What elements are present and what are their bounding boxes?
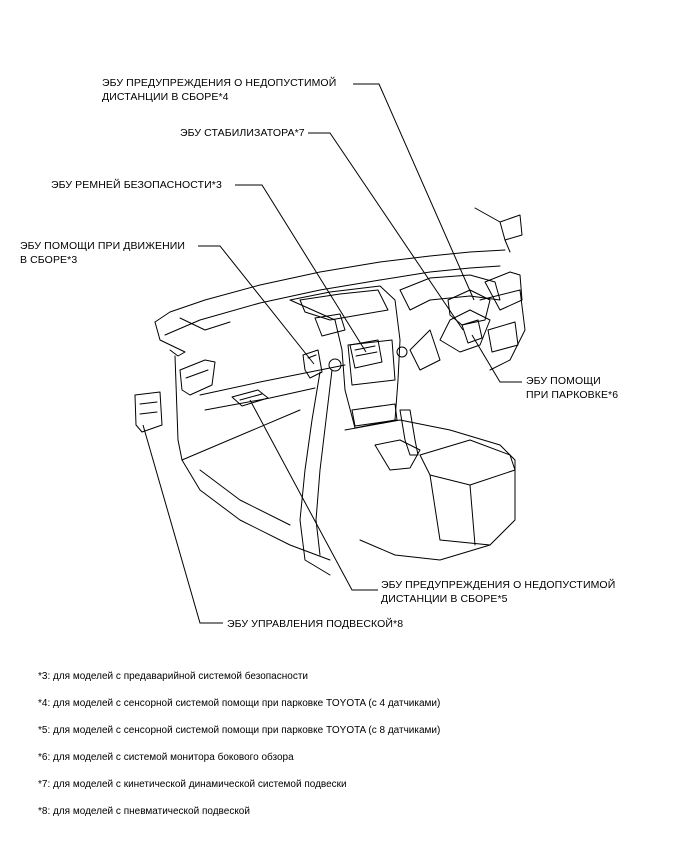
hazard-knob — [328, 358, 342, 372]
console-lid — [419, 439, 516, 486]
dashboard-top-inner — [164, 265, 501, 336]
glovebox-upper — [199, 364, 346, 396]
dashboard-left-corner — [154, 321, 186, 357]
steering-column — [439, 309, 491, 353]
console-left-wall — [299, 371, 331, 576]
console-armrest — [469, 484, 476, 546]
left-vent — [179, 359, 216, 396]
shift-lever — [399, 409, 419, 456]
right-lower-panel — [487, 321, 519, 353]
label-stabilizer-ecu-7: ЭБУ СТАБИЛИЗАТОРА*7 — [180, 127, 305, 139]
windshield-pillar — [179, 317, 231, 331]
footnote-5: *5: для моделей с сенсорной системой пом… — [38, 725, 441, 736]
steering-wheel-hub — [447, 289, 491, 326]
footnote-4: *4: для моделей с сенсорной системой пом… — [38, 698, 441, 709]
console-body — [429, 474, 491, 546]
console-left-wall-inner — [315, 369, 333, 556]
suspension-ecu-shape — [134, 391, 163, 433]
shift-lever-boot — [374, 439, 421, 471]
right-vent — [484, 271, 523, 311]
distance-warning-5-ecu-shape — [231, 389, 269, 407]
leader-distance-warning-4 — [353, 83, 475, 301]
knee-panel — [181, 459, 331, 561]
center-lower-switches — [351, 403, 398, 427]
footnote-7: *7: для моделей с кинетической динамичес… — [38, 779, 347, 790]
leader-lines — [142, 83, 522, 624]
label-parking-assist-ecu-6: ЭБУ ПОМОЩИ ПРИ ПАРКОВКЕ*6 — [526, 375, 619, 401]
leader-suspension-8 — [142, 424, 223, 624]
footnote-6: *6: для моделей с системой монитора боко… — [38, 752, 294, 763]
right-knob — [396, 346, 408, 358]
glovebox-lower — [204, 387, 316, 411]
windshield-right — [474, 207, 511, 253]
leader-drive-assist-3 — [198, 245, 315, 365]
center-display — [299, 289, 389, 321]
instrument-hood — [399, 274, 501, 311]
label-distance-warning-ecu-4: ЭБУ ПРЕДУПРЕЖДЕНИЯ О НЕДОПУСТИМОЙ ДИСТАН… — [102, 77, 337, 103]
dash-left-side — [174, 355, 301, 461]
leader-distance-warning-5 — [249, 399, 378, 591]
footnote-3: *3: для моделей с предаварийной системой… — [38, 671, 308, 682]
center-vent-grille — [314, 313, 346, 337]
left-vent-slat — [185, 369, 209, 379]
leader-seatbelt-3 — [235, 184, 367, 353]
dashboard-top-outline — [154, 249, 506, 323]
leader-parking-assist-6 — [471, 334, 522, 383]
instrument-panel-right — [409, 329, 441, 371]
rearview-mirror — [499, 214, 523, 241]
label-drive-assist-ecu-3: ЭБУ ПОМОЩИ ПРИ ДВИЖЕНИИ В СБОРЕ*3 — [20, 240, 186, 266]
leader-stabilizer-7 — [308, 132, 464, 331]
center-stack — [289, 285, 401, 429]
center-panel — [347, 339, 396, 386]
label-seatbelt-ecu-3: ЭБУ РЕМНЕЙ БЕЗОПАСНОСТИ*3 — [51, 179, 222, 191]
right-dash-side — [479, 289, 526, 371]
footnote-8: *8: для моделей с пневматической подвеск… — [38, 806, 250, 817]
seatbelt-ecu-shape — [349, 339, 383, 369]
knee-panel-inner — [199, 469, 291, 526]
shift-console — [344, 419, 516, 561]
parking-assist-ecu-shape — [461, 319, 483, 344]
dashboard-line-drawing — [134, 83, 526, 624]
label-distance-warning-ecu-5: ЭБУ ПРЕДУПРЕЖДЕНИЯ О НЕДОПУСТИМОЙ ДИСТАН… — [381, 579, 616, 605]
label-suspension-ecu-8: ЭБУ УПРАВЛЕНИЯ ПОДВЕСКОЙ*8 — [227, 618, 404, 630]
